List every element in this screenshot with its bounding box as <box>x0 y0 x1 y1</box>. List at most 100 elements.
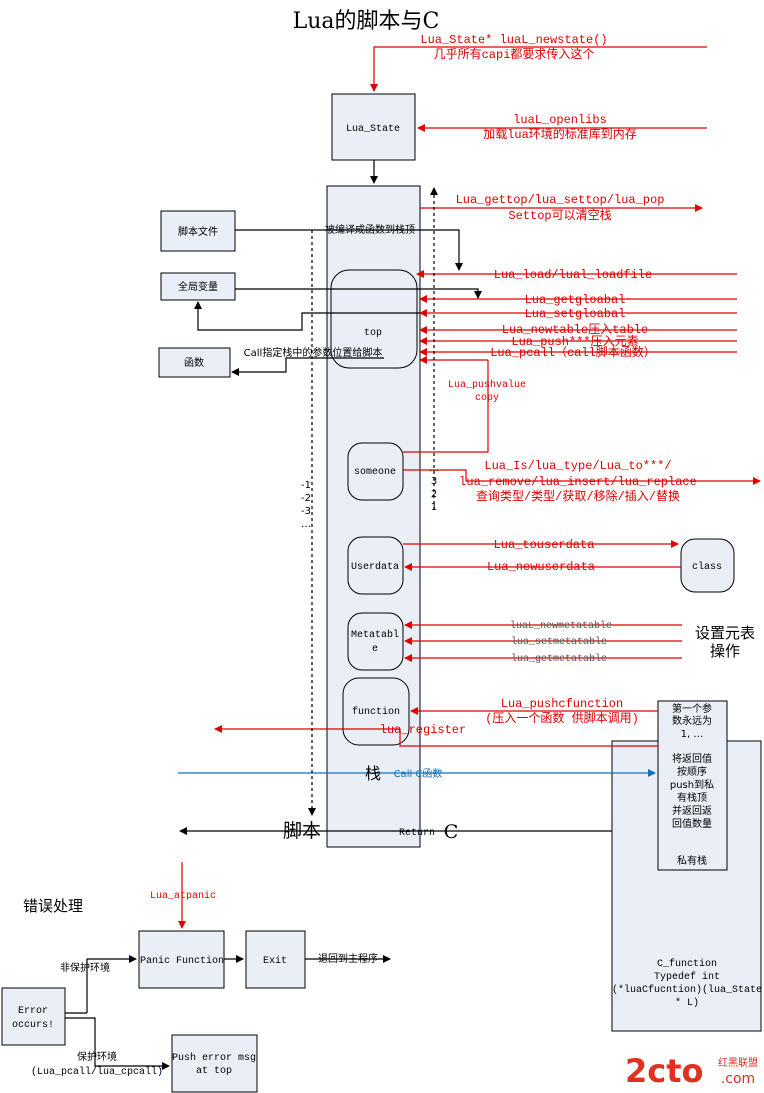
pos-index-3: 3 <box>431 476 437 487</box>
setmetatable-label: lua_setmetatable <box>511 636 607 648</box>
neg-index-dots: … <box>301 519 311 530</box>
neg-index-2: -2 <box>301 493 311 504</box>
pushvalue-loop <box>403 360 489 453</box>
return-label: Return <box>399 828 435 839</box>
panic-function-label: Panic Function <box>140 955 224 967</box>
newmetatable-label: luaL_newmetatable <box>510 620 612 632</box>
panic-function-box <box>138 930 225 989</box>
call-param-arrow <box>231 357 384 376</box>
error-push-arrow <box>65 1017 170 1070</box>
setglobal-back-arrow <box>194 301 420 331</box>
script-file-box <box>160 210 236 252</box>
pos-index-dots: … <box>429 463 439 474</box>
function-slot-label: function <box>352 706 400 718</box>
metatable-label-2: e <box>372 644 378 655</box>
neg-index-3: -3 <box>301 506 311 517</box>
pushcfunction-label-2: (压入一个函数 供脚本调用) <box>485 710 639 726</box>
newstate-label-2: 几乎所有capi都要求传入这个 <box>434 46 595 62</box>
gettop-label-2: Settop可以清空栈 <box>508 207 611 223</box>
getmetatable-label: lua_getmetatable <box>511 653 607 665</box>
push-error-label-1: Push error msg <box>172 1052 256 1064</box>
private-stack-text-9: 回值数量 <box>672 817 712 830</box>
pushvalue-label-2: copy <box>475 393 499 404</box>
userdata-slot <box>347 536 404 595</box>
c-label: C <box>444 821 459 843</box>
class-node <box>680 538 735 593</box>
pushcfunction-label-1: Lua_pushcfunction <box>501 697 623 711</box>
getglobal-label: Lua_getgloabal <box>525 293 626 307</box>
newtable-label: Lua_newtable压入table <box>502 323 648 337</box>
push-error-box <box>171 1034 258 1093</box>
atpanic-label: Lua_atpanic <box>150 890 216 902</box>
pcall-label: Lua_pcall（call脚本函数） <box>490 344 656 360</box>
c-function-text-4: * L) <box>675 997 699 1009</box>
exit-box <box>245 930 306 989</box>
class-label: class <box>692 561 722 573</box>
error-label-1: Error <box>18 1006 48 1017</box>
lua-state-label: Lua_State <box>346 124 400 135</box>
lua-state-box <box>331 93 416 161</box>
error-label-2: occurs! <box>12 1020 54 1031</box>
someone-label: someone <box>354 467 396 478</box>
private-stack-text-4: 将返回值 <box>672 752 712 765</box>
return-main-label: 退回到主程序 <box>318 952 378 965</box>
metatable-slot <box>347 612 404 671</box>
function-box-label: 函数 <box>184 356 204 369</box>
top-label: top <box>364 328 382 339</box>
is-type-label-1: Lua_Is/lua_type/Lua_to***/ <box>484 459 671 473</box>
private-stack-box <box>657 700 728 871</box>
someone-slot <box>347 442 404 501</box>
is-type-arrow <box>403 469 761 485</box>
unprotected-label: 非保护环境 <box>60 961 110 974</box>
private-stack-text-8: 并返回返 <box>672 804 712 817</box>
private-stack-text-2: 数永远为 <box>672 714 712 727</box>
c-function-text-2: Typedef int <box>654 971 720 983</box>
error-handling-label: 错误处理 <box>23 897 83 915</box>
newstate-label-1: Lua_State* luaL_newstate() <box>420 33 607 47</box>
is-type-label-2: lua_remove/lua_insert/lua_replace <box>459 475 697 489</box>
gettop-label-1: Lua_gettop/lua_settop/lua_pop <box>456 193 665 207</box>
private-stack-text-3: 1, … <box>681 729 704 740</box>
newstate-arrow <box>370 46 707 92</box>
watermark-dotcom: .com <box>721 1071 755 1087</box>
call-param-label: Call指定栈中的参数位置给脚本 <box>244 346 383 359</box>
userdata-label: Userdata <box>351 561 399 573</box>
global-var-box <box>160 272 236 301</box>
load-label: Lua_load/lual_loadfile <box>494 268 652 282</box>
openlibs-label-1: luaL_openlibs <box>513 113 607 127</box>
watermark-cn: 红黑联盟 <box>718 1056 758 1069</box>
register-arrow <box>214 725 658 747</box>
call-c-label: Call C函数 <box>394 767 443 780</box>
page-title: Lua的脚本与C <box>293 9 440 34</box>
metatable-ops-label-1: 设置元表 <box>695 624 755 642</box>
script-file-label: 脚本文件 <box>178 225 218 238</box>
push-error-label-2: at top <box>196 1066 232 1077</box>
stack-label: 栈 <box>365 764 381 783</box>
compile-label: 被编译成函数到栈顶 <box>325 223 415 236</box>
is-type-label-3: 查询类型/类型/获取/移除/插入/替换 <box>476 488 680 504</box>
push-label: Lua_push***压入元素 <box>511 334 638 349</box>
private-stack-text-1: 第一个参 <box>672 702 712 715</box>
neg-index-1: -1 <box>301 480 311 491</box>
metatable-ops-label-2: 操作 <box>710 642 740 660</box>
private-stack-text-7: 有栈顶 <box>677 791 707 804</box>
pos-index-2: 2 <box>431 489 437 500</box>
protected-label-2: (Lua_pcall/lua_cpcall) <box>31 1066 163 1078</box>
newuserdata-label: Lua_newuserdata <box>487 560 595 574</box>
setglobal-label: Lua_setgloabal <box>525 307 626 321</box>
openlibs-label-2: 加载lua环境的标准库到内存 <box>483 126 637 142</box>
watermark-brand: 2cto <box>625 1052 704 1090</box>
function-box <box>158 347 231 378</box>
private-stack-text-5: 按顺序 <box>677 765 707 778</box>
pos-index-1: 1 <box>431 502 437 513</box>
metatable-label-1: Metatabl <box>351 629 399 641</box>
c-function-text-1: C_function <box>657 958 717 970</box>
touserdata-label: Lua_touserdata <box>494 538 595 552</box>
exit-label: Exit <box>263 955 287 967</box>
c-function-text-3: (*luaCfucntion)(lua_State <box>612 984 762 996</box>
compile-arrow <box>235 229 463 271</box>
global-var-arrow <box>235 288 482 299</box>
error-panic-arrow <box>86 955 137 1013</box>
